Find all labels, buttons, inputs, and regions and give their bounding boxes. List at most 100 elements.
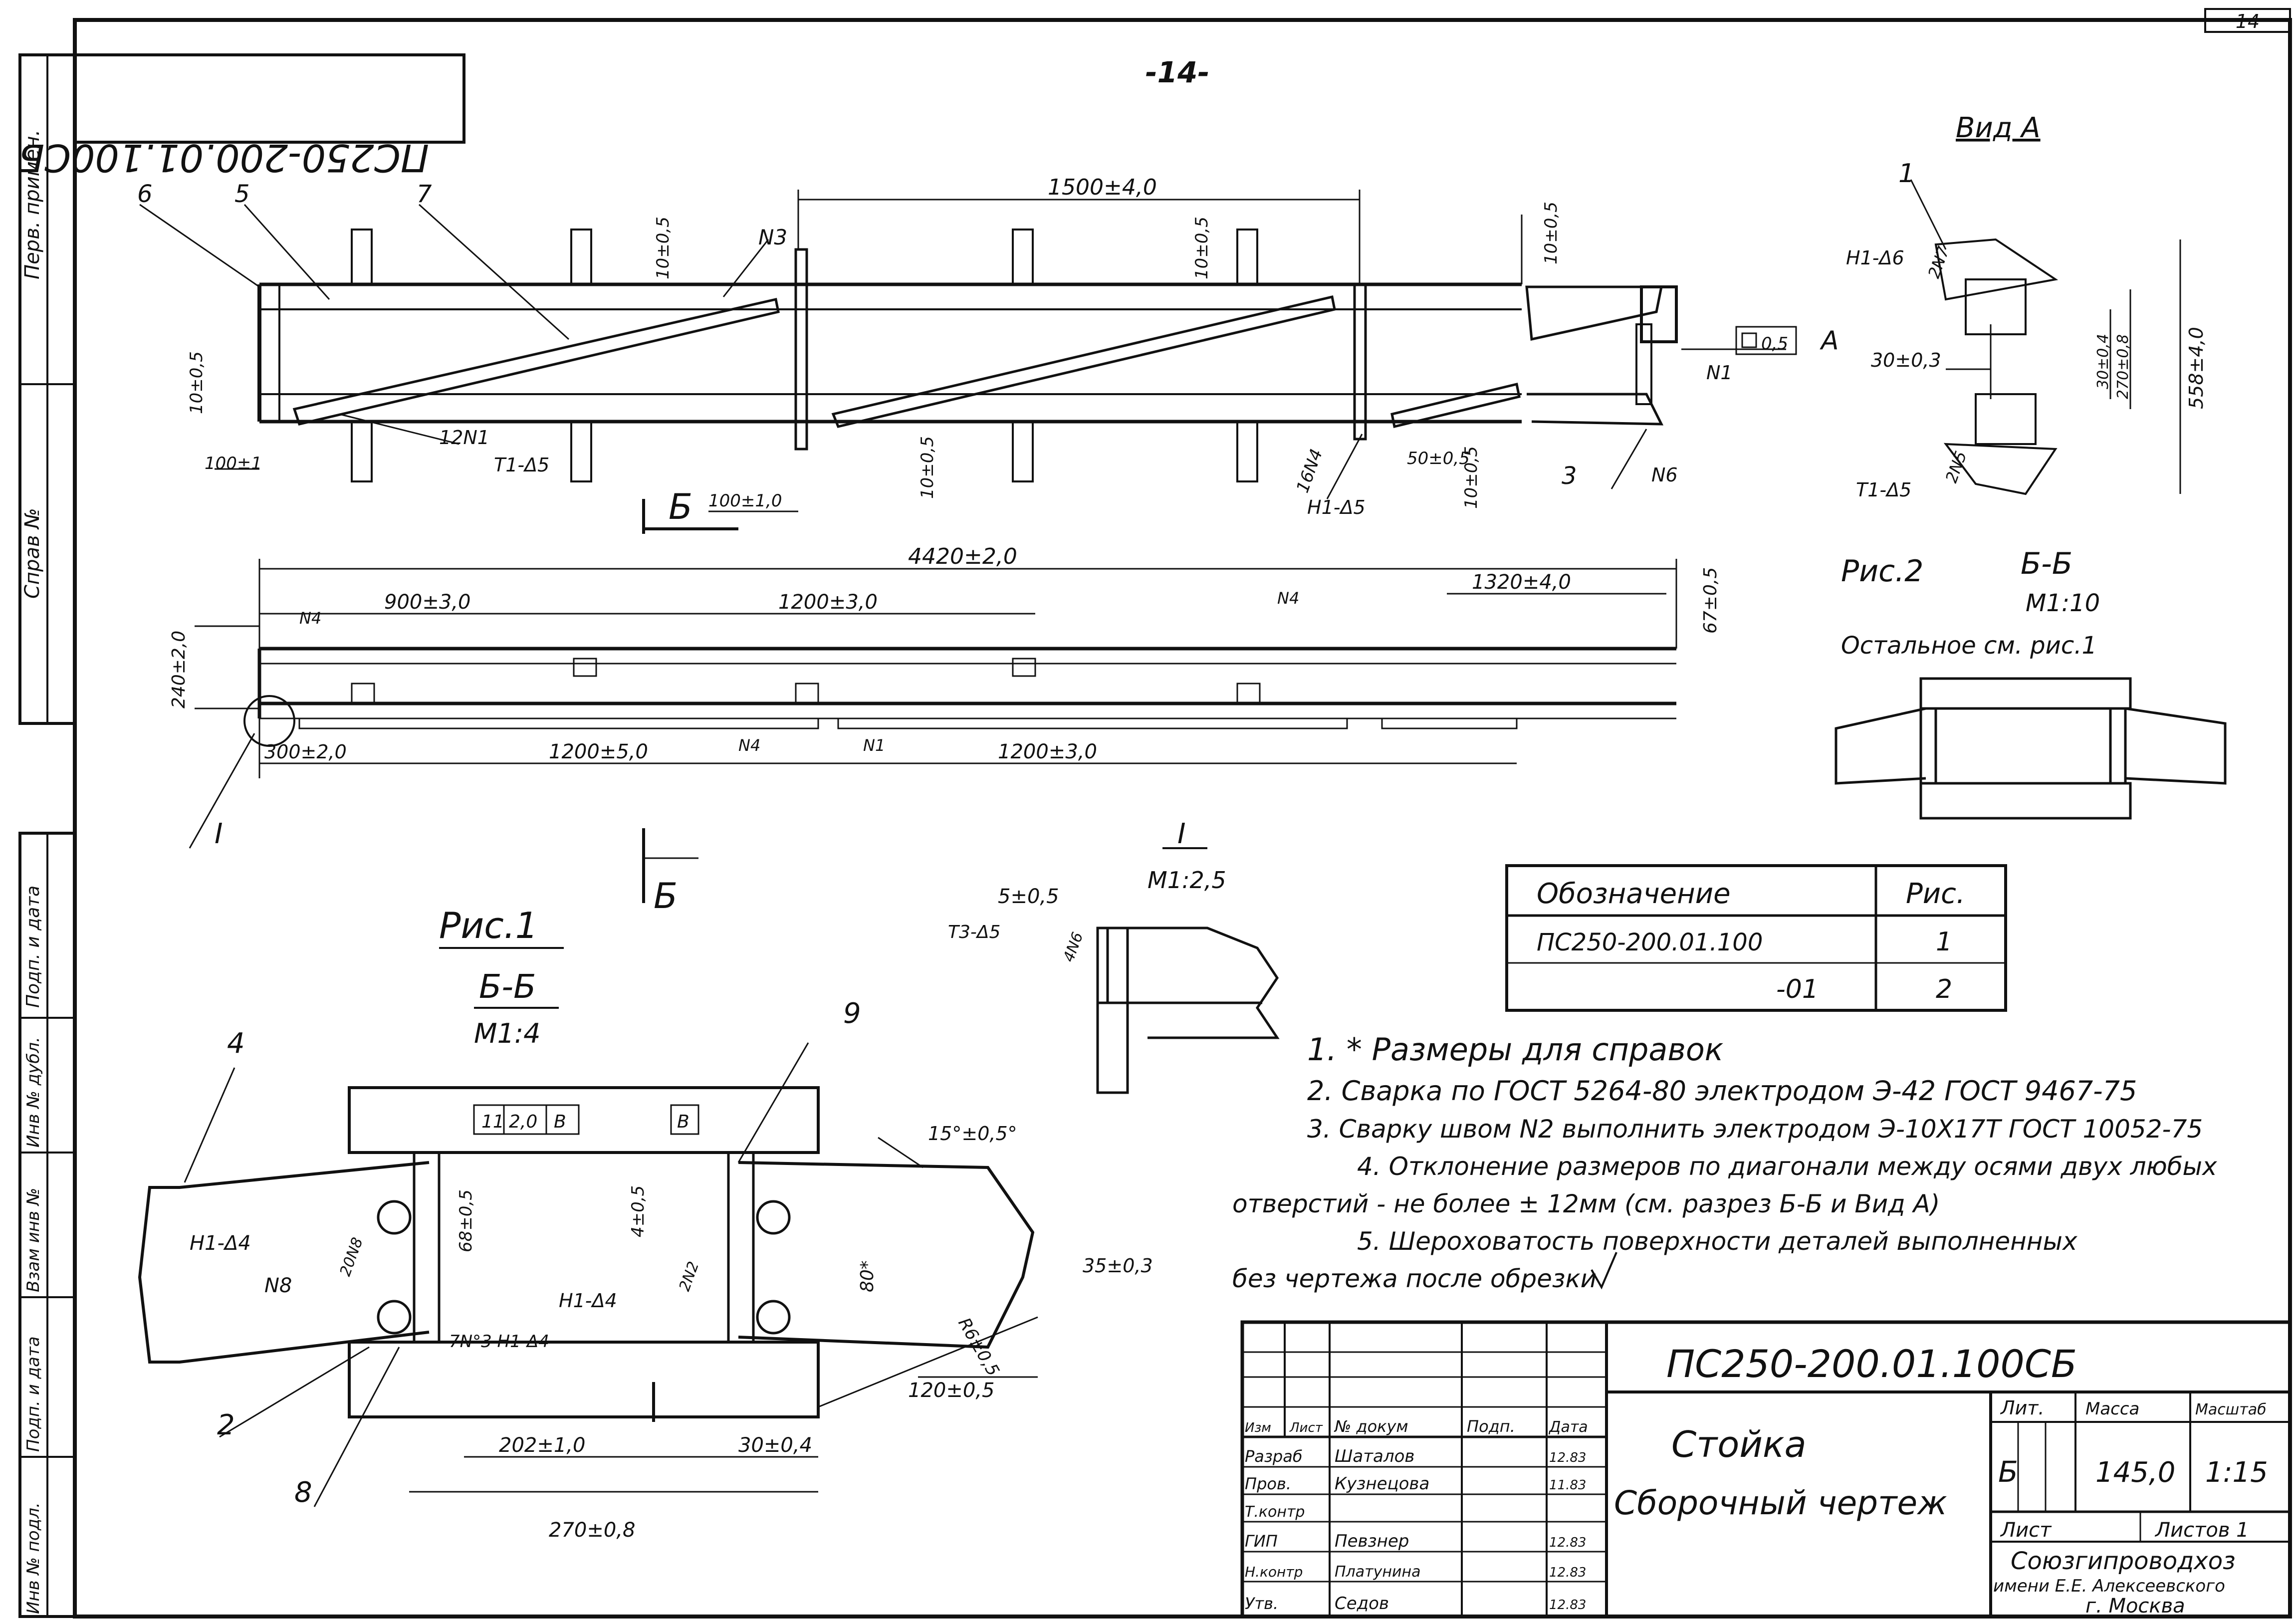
dim-10c: 10±0,5 [1541, 202, 1561, 264]
page-number-box [2204, 8, 2291, 33]
tb-col-izm: Изм [1245, 1420, 1271, 1435]
fig1-d4: 4±0,5 [628, 1185, 648, 1237]
notes: 1. * Размеры для справок 2. Сварка по ГО… [1232, 1031, 2217, 1293]
view-a-weld1: H1-Δ6 [1846, 247, 1904, 269]
dim-300: 300±2,0 [264, 741, 347, 763]
side-view-labels: Б Б 4420±2,0 900±3,0 1200±3,0 1320±4,0 2… [169, 486, 1721, 917]
weld-n4-a: N4 [299, 609, 321, 628]
spec-table: Обозначение Рис. ПС250-200.01.100 1 -01 … [1505, 864, 2007, 1012]
node-scale: М1:2,5 [1148, 867, 1226, 894]
dim-1200c: 1200±3,0 [998, 740, 1097, 763]
note-3: 3. Сварку швом N2 выполнить электродом Э… [1307, 1115, 2203, 1144]
tb-org1: Союзгипроводхоз [2011, 1547, 2236, 1575]
fig2: Рис.2 Б-Б М1:10 Остальное см. рис.1 [1835, 546, 2227, 820]
weld-t1: T1-Δ5 [494, 454, 549, 476]
podp-data-label-1: Подп. и дата [23, 886, 43, 1008]
weld-n4-b: N4 [1277, 589, 1299, 608]
title-block: ПС250-200.01.100СБ Стойка Сборочный черт… [1240, 1320, 2292, 1619]
tb-org2: имени Е.Е. Алексеевского [1993, 1576, 2225, 1596]
podp-data-label-2: Подп. и дата [23, 1336, 43, 1452]
dim-50: 50±0,5 [1407, 449, 1470, 468]
fig1-tol-d: B [677, 1112, 689, 1132]
tb-sheet-label: Лист [2000, 1519, 2052, 1542]
fig1-tol-a: 11 [481, 1112, 504, 1132]
dim-10-bot: 10±0,5 [918, 436, 937, 499]
top-view [139, 190, 1786, 534]
fig2-scale: М1:10 [2026, 589, 2100, 617]
view-a-d558: 558±4,0 [2185, 327, 2207, 409]
view-a-pos1: 1 [1898, 159, 1915, 189]
weld-n4-c: N4 [738, 736, 760, 755]
weld-n3: N3 [758, 225, 787, 249]
left-strip: Перв. примен. Справ № Подп. и дата Инв №… [18, 53, 76, 1618]
top-view-labels: 6 5 7 N3 12N1 T1-Δ5 H1-Δ5 16N4 3 N6 N1 1… [137, 175, 1839, 518]
fig1-d80: 80* [857, 1260, 878, 1292]
tb-lit: Б [1998, 1455, 2018, 1489]
sprav-label: Справ № [21, 508, 44, 599]
page-number: 14 [2236, 10, 2260, 32]
fig1-weld2: 20N8 [337, 1235, 367, 1279]
node-mark-i: I [215, 818, 223, 850]
table-row1-fig: 1 [1936, 927, 1952, 957]
weld-n6: N6 [1651, 464, 1678, 486]
tb-lit-label: Лит. [2000, 1397, 2045, 1419]
tb-col-podp: Подп. [1467, 1417, 1515, 1436]
tb-designation: ПС250-200.01.100СБ [1666, 1342, 2077, 1386]
tb-org3: г. Москва [2085, 1595, 2185, 1618]
section-mark-b-top: Б [669, 486, 692, 527]
weld-16n4: 16N4 [1293, 447, 1327, 496]
vzam-inv-label: Взам инв № [23, 1188, 43, 1292]
fig1-weld4: 7N°3 H1-Δ4 [449, 1332, 549, 1352]
dim-10-left: 10±0,5 [187, 351, 207, 414]
note-5b: без чертежа после обрезки [1232, 1264, 1597, 1293]
table-row2-designation: -01 [1776, 974, 1819, 1004]
fig1-d35: 35±0,3 [1083, 1255, 1153, 1277]
tb-name: Стойка [1671, 1423, 1807, 1465]
tb-person-2: Кузнецова [1335, 1474, 1429, 1494]
tb-person-1: Шаталов [1335, 1446, 1414, 1466]
fig1-pos2: 2 [217, 1409, 235, 1441]
note-4: 4. Отклонение размеров по диагонали межд… [1357, 1152, 2217, 1181]
tb-scale-label: Масштаб [2195, 1401, 2267, 1418]
fig1-d68: 68±0,5 [456, 1189, 476, 1252]
fig1-tol-c: B [554, 1112, 566, 1132]
view-a [1910, 179, 2181, 495]
fig1-d30: 30±0,4 [738, 1434, 812, 1457]
fig1-pos8: 8 [294, 1476, 312, 1509]
pos-5: 5 [234, 180, 250, 208]
fig1-ris: Рис.1 [439, 905, 538, 946]
stamp-code: ПС250-200.01.100СБ [18, 136, 429, 180]
node-dim: 5±0,5 [998, 885, 1059, 908]
tb-mass-label: Масса [2085, 1399, 2139, 1419]
pos-6: 6 [137, 180, 153, 208]
flatness-box [1735, 326, 1797, 355]
fig2-section: Б-Б [2021, 546, 2072, 581]
table-row1-designation: ПС250-200.01.100 [1537, 928, 1763, 956]
tb-col-doc: № докум [1334, 1417, 1408, 1436]
table-header-fig: Рис. [1906, 878, 1965, 910]
tb-col-list: Лист [1289, 1420, 1323, 1435]
dim-10a: 10±0,5 [653, 217, 673, 279]
dim-4420: 4420±2,0 [908, 544, 1017, 569]
node-detail: I М1:2,5 5±0,5 T3-Δ5 4N6 [948, 818, 1280, 1094]
fig1-pos4: 4 [227, 1027, 245, 1060]
view-a-d270: 270±0,8 [2114, 334, 2132, 399]
weld-n1: N1 [1706, 362, 1733, 384]
view-a-d30: 30±0,3 [1871, 349, 1941, 371]
roughness-symbol [1591, 1252, 1617, 1290]
tb-scale: 1:15 [2205, 1456, 2268, 1489]
node-weld: T3-Δ5 [948, 922, 1000, 942]
inv-podl-label: Инв № подл. [23, 1502, 43, 1614]
view-a-labels: Вид А 1 H1-Δ6 2N7 2N5 T1-Δ5 30±0,3 30±0,… [1846, 112, 2207, 501]
view-a-title: Вид А [1956, 112, 2041, 144]
note-1: 1. * Размеры для справок [1307, 1031, 1724, 1068]
tb-doc-type: Сборочный чертеж [1614, 1484, 1947, 1522]
tb-date-2: 11.83 [1549, 1478, 1586, 1493]
dim-1500: 1500±4,0 [1048, 175, 1157, 200]
table-header-designation: Обозначение [1537, 878, 1731, 910]
dim-240: 240±2,0 [169, 631, 189, 708]
section-mark-b-bottom: Б [654, 876, 678, 917]
perv-primen-label: Перв. примен. [21, 130, 44, 279]
view-a-weld4: T1-Δ5 [1856, 479, 1911, 501]
tb-role-3: Т.контр [1245, 1503, 1305, 1521]
